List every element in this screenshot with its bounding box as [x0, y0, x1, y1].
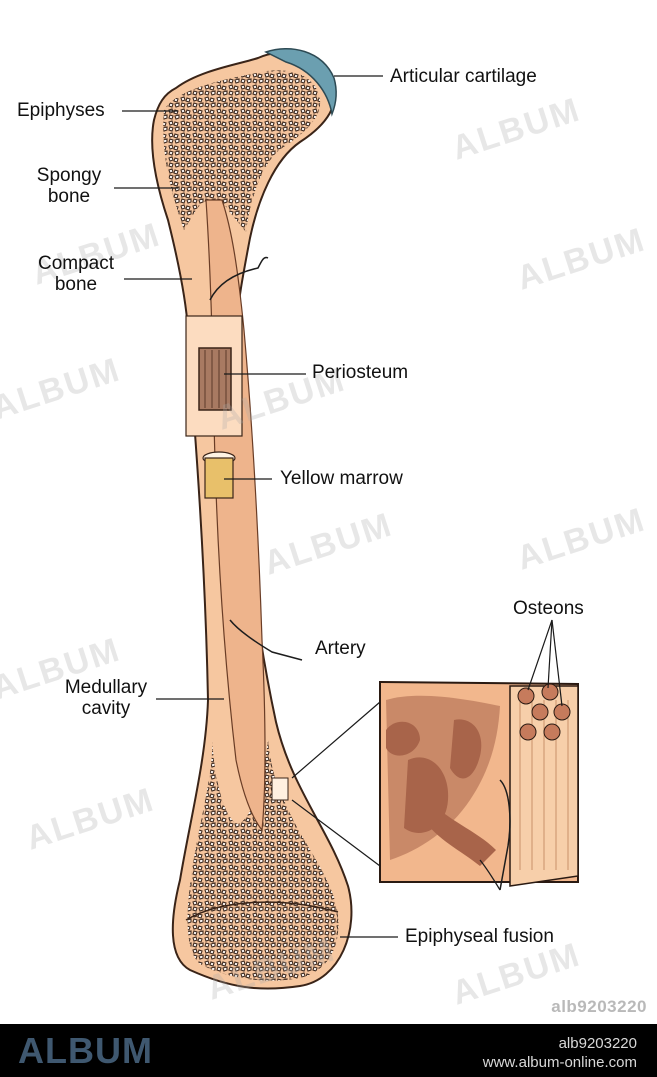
proximal-spongy-bone [163, 70, 321, 232]
label-medullary-line1: Medullary [64, 677, 148, 698]
label-medullary-cavity: Medullary cavity [54, 677, 158, 719]
yellow-marrow-shape [204, 457, 234, 499]
label-epiphyses: Epiphyses [17, 100, 105, 121]
section-marker [271, 777, 289, 801]
epiphyseal-fusion-line [185, 901, 339, 921]
label-yellow-marrow: Yellow marrow [280, 468, 403, 489]
label-compact-bone: Compact bone [30, 253, 122, 295]
osteon [531, 703, 549, 721]
footer-url[interactable]: www.album-online.com [482, 1054, 637, 1071]
label-compact-line2: bone [54, 274, 98, 295]
label-articular-cartilage: Articular cartilage [390, 66, 537, 87]
articular-cartilage-shape [264, 48, 337, 117]
osteon [519, 723, 537, 741]
label-spongy-bone: Spongy bone [28, 165, 110, 207]
nutrient-artery [229, 619, 303, 661]
leader-osteon-2 [547, 619, 553, 689]
osteon [541, 683, 559, 701]
album-logo[interactable]: ALBUM [18, 1030, 153, 1071]
leader-osteon-3 [551, 619, 563, 707]
label-epiphyseal-fusion: Epiphyseal fusion [405, 926, 554, 947]
proximal-artery [209, 256, 269, 301]
label-periosteum: Periosteum [312, 362, 409, 383]
label-medullary-line2: cavity [81, 698, 131, 719]
osteon [553, 703, 571, 721]
stock-id: alb9203220 [551, 997, 647, 1016]
footer-image-id: alb9203220 [558, 1035, 637, 1052]
label-spongy-line2: bone [47, 186, 91, 207]
label-osteons: Osteons [513, 598, 584, 619]
osteon [517, 687, 535, 705]
footer-bar: ALBUM alb9203220 www.album-online.com [0, 1024, 657, 1077]
bone-section-inset [379, 680, 579, 891]
label-spongy-line1: Spongy [36, 165, 102, 186]
leader-osteon-1 [527, 619, 553, 691]
distal-spongy-bone [187, 740, 339, 981]
label-artery: Artery [315, 638, 366, 659]
label-compact-line1: Compact [37, 253, 115, 274]
osteon [543, 723, 561, 741]
